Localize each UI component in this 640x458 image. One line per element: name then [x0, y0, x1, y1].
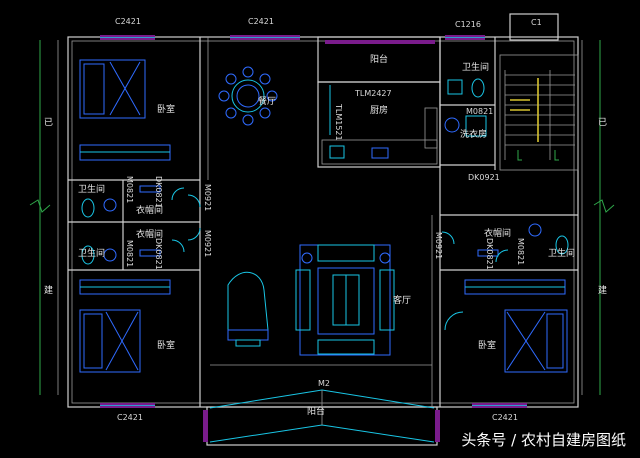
- bed-bottom-right: [444, 279, 568, 373]
- room-label-kitchen: 厨房: [370, 104, 388, 116]
- room-label-bath-l2: 卫生间: [78, 247, 105, 259]
- code-m2: M2: [318, 379, 330, 388]
- side-left-bottom: 建: [44, 284, 53, 296]
- room-label-dining: 餐厅: [258, 95, 276, 107]
- room-label-balcony-top: 阳台: [370, 53, 388, 65]
- code-m0921-r: M0921: [434, 232, 443, 259]
- room-label-laundry: 洗衣房: [460, 128, 487, 140]
- side-left-top: 已: [44, 117, 53, 128]
- left-wet-rooms: [81, 185, 201, 265]
- bath-top-fixtures: [444, 78, 487, 137]
- code-dk0821-l1: DK0821: [154, 176, 163, 208]
- code-c-bot1: C2421: [117, 413, 143, 422]
- code-dk0821-l2: DK0821: [154, 238, 163, 270]
- dining-table: [218, 66, 278, 126]
- room-label-bedroom-tl: 卧室: [157, 103, 175, 115]
- code-c-top1: C2421: [115, 17, 141, 26]
- windows: [100, 35, 527, 442]
- code-tlm-v: TLM1521: [334, 103, 343, 141]
- code-c-bot2: C2421: [492, 413, 518, 422]
- watermark: 头条号 / 农村自建房图纸: [461, 431, 626, 449]
- code-c1: C1: [531, 18, 542, 27]
- room-label-bath-l1: 卫生间: [78, 183, 105, 195]
- right-wet-rooms: [441, 223, 569, 263]
- room-label-closet-r: 衣帽间: [484, 227, 511, 239]
- bed-top-left: [79, 59, 171, 161]
- living-room-furniture: [295, 244, 395, 356]
- code-c-top2: C2421: [248, 17, 274, 26]
- code-m0821-l2: M0821: [125, 240, 134, 267]
- code-m0921-l2: M0921: [203, 230, 212, 257]
- room-label-balcony-bottom: 阳台: [307, 405, 325, 417]
- balcony-sliding-door: [209, 389, 435, 443]
- code-m0821-r: M0821: [516, 238, 525, 265]
- room-label-closet-l1: 衣帽间: [136, 204, 163, 216]
- code-dk0821-r: DK0821: [485, 238, 494, 270]
- code-m0921-l1: M0921: [203, 184, 212, 211]
- piano: [227, 271, 269, 347]
- code-c-top3: C1216: [455, 20, 481, 29]
- staircase: [504, 70, 575, 161]
- room-label-closet-l2: 衣帽间: [136, 228, 163, 240]
- room-label-living: 客厅: [393, 294, 411, 306]
- kitchen-fixtures: [321, 85, 438, 165]
- neighbor-boundaries: [29, 40, 615, 395]
- code-m0821-l1: M0821: [125, 176, 134, 203]
- room-label-bedroom-bl: 卧室: [157, 339, 175, 351]
- bed-bottom-left: [79, 279, 171, 373]
- room-label-bath-top: 卫生间: [462, 61, 489, 73]
- side-right-bottom: 建: [598, 284, 607, 296]
- room-label-bath-r: 卫生间: [548, 247, 575, 259]
- side-right-top: 已: [598, 117, 607, 128]
- room-label-bedroom-br: 卧室: [478, 339, 496, 351]
- code-tlm-h: TLM2427: [354, 89, 392, 98]
- code-m0821-top: M0821: [466, 107, 493, 116]
- interior-walls: [68, 13, 579, 407]
- code-dk0921: DK0921: [468, 173, 500, 182]
